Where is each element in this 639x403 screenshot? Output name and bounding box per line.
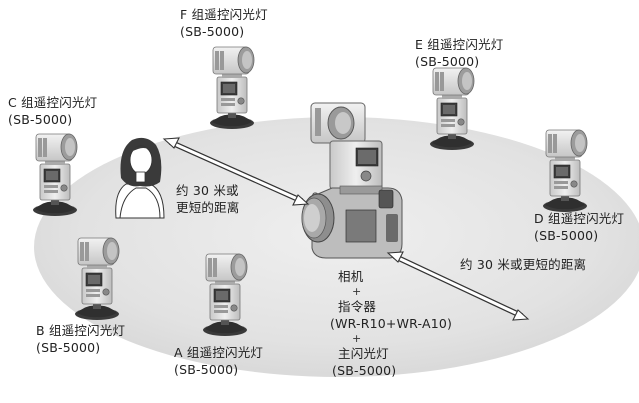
group-d-model: (SB-5000)	[534, 228, 599, 243]
subject-person-icon	[115, 137, 165, 219]
group-d-name: D 组遥控闪光灯	[534, 211, 625, 226]
group-e-model: (SB-5000)	[415, 54, 480, 69]
group-f-model: (SB-5000)	[180, 24, 245, 39]
group-c-label: C 组遥控闪光灯 (SB-5000)	[8, 94, 97, 128]
camera-icon	[301, 102, 403, 259]
master-plus-1: +	[352, 285, 362, 298]
master-flash-model: (SB-5000)	[332, 363, 397, 378]
master-commander-label: 指令器	[338, 299, 377, 314]
master-stack-label: 相机 + 指令器 (WR-R10+WR-A10) + 主闪光灯 (SB-5000…	[330, 268, 453, 379]
group-f-name: F 组遥控闪光灯	[180, 7, 268, 22]
double-arrow-icon	[386, 251, 530, 321]
double-arrow-icon	[162, 137, 310, 206]
group-b-label: B 组遥控闪光灯 (SB-5000)	[36, 322, 125, 356]
group-b-name: B 组遥控闪光灯	[36, 323, 126, 338]
group-f-label: F 组遥控闪光灯 (SB-5000)	[180, 6, 268, 40]
subject-distance-line2: 更短的距离	[176, 200, 240, 215]
subject-distance-line1: 约 30 米或	[176, 183, 239, 198]
subject-distance-label: 约 30 米或 更短的距离	[176, 182, 240, 216]
group-e-label: E 组遥控闪光灯 (SB-5000)	[415, 36, 503, 70]
group-c-name: C 组遥控闪光灯	[8, 95, 98, 110]
right-distance-label: 约 30 米或更短的距离	[460, 257, 587, 272]
group-a-label: A 组遥控闪光灯 (SB-5000)	[174, 344, 263, 378]
group-a-model: (SB-5000)	[174, 362, 239, 377]
group-c-model: (SB-5000)	[8, 112, 73, 127]
group-e-name: E 组遥控闪光灯	[415, 37, 504, 52]
master-commander-model: (WR-R10+WR-A10)	[330, 316, 453, 331]
group-d-label: D 组遥控闪光灯 (SB-5000)	[534, 210, 624, 244]
master-flash-label: 主闪光灯	[338, 346, 389, 361]
master-camera-label: 相机	[338, 269, 364, 284]
master-plus-2: +	[352, 332, 362, 345]
group-a-name: A 组遥控闪光灯	[174, 345, 264, 360]
flash-unit-icon	[209, 46, 255, 130]
group-b-model: (SB-5000)	[36, 340, 101, 355]
